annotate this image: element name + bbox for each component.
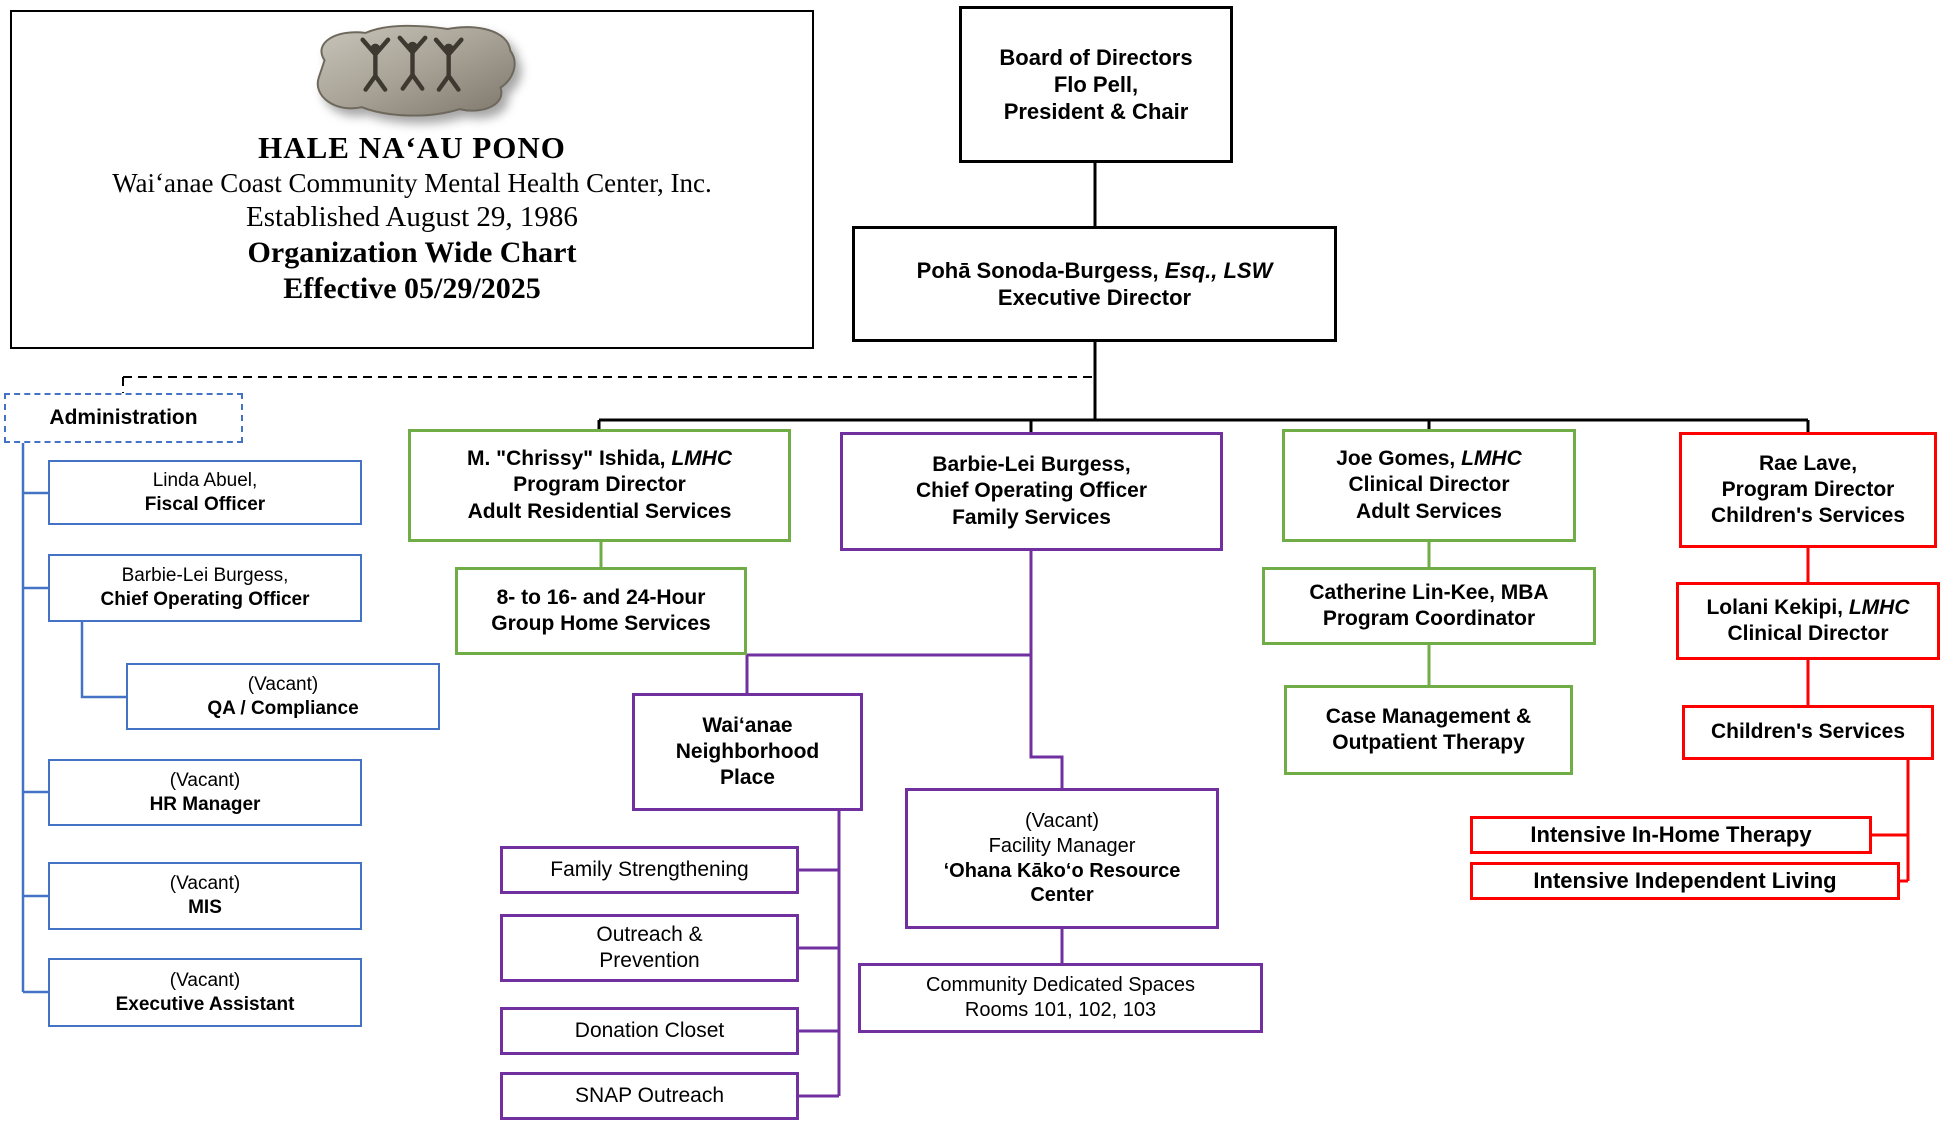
facility-title: Facility Manager — [988, 834, 1136, 857]
coo-name: Barbie-Lei Burgess, — [932, 453, 1131, 477]
coo-dept: Family Services — [952, 505, 1111, 529]
children-program-director-box: Rae Lave, Program Director Children's Se… — [1679, 432, 1937, 548]
community-spaces-line2: Rooms 101, 102, 103 — [964, 999, 1157, 1021]
hr-manager-box: (Vacant) HR Manager — [48, 759, 362, 826]
executive-name: Pohā Sonoda-Burgess, — [916, 257, 1165, 283]
clinical-director-name-line: Joe Gomes, LMHC — [1336, 446, 1522, 472]
chart-title: Organization Wide Chart — [247, 236, 577, 269]
established-date: Established August 29, 1986 — [246, 201, 578, 233]
children-director-dept: Children's Services — [1710, 504, 1906, 528]
executive-assistant-box: (Vacant) Executive Assistant — [48, 958, 362, 1027]
administration-header-box: Administration — [4, 393, 243, 443]
member-role: Executive Assistant — [115, 993, 295, 1015]
clinical-director-dept: Adult Services — [1356, 499, 1502, 523]
children-clinical-name: Lolani Kekipi, — [1706, 595, 1849, 619]
case-mgmt-line2: Outpatient Therapy — [1332, 731, 1525, 754]
qa-compliance-box: (Vacant) QA / Compliance — [126, 663, 440, 730]
clinical-director-title: Clinical Director — [1348, 473, 1510, 497]
group-home-line1: 8- to 16- and 24-Hour — [496, 585, 706, 609]
facility-dept: ‘Ohana Kāko‘o Resource Center — [943, 859, 1181, 907]
adult-clinical-director-box: Joe Gomes, LMHC Clinical Director Adult … — [1282, 429, 1576, 542]
wnp-line1: Wai‘anae — [702, 713, 793, 737]
case-management-box: Case Management & Outpatient Therapy — [1284, 685, 1573, 775]
member-name: (Vacant) — [247, 673, 319, 695]
community-dedicated-spaces-box: Community Dedicated Spaces Rooms 101, 10… — [858, 963, 1263, 1033]
member-role: QA / Compliance — [207, 697, 359, 719]
fiscal-officer-box: Linda Abuel, Fiscal Officer — [48, 460, 362, 525]
children-services-box: Children's Services — [1682, 705, 1934, 760]
member-name: Barbie-Lei Burgess, — [121, 565, 289, 587]
board-title: Board of Directors — [999, 44, 1193, 70]
children-clinical-name-line: Lolani Kekipi, LMHC — [1706, 595, 1909, 621]
coordinator-name: Catherine Lin-Kee, MBA — [1309, 580, 1549, 604]
director-credentials: LMHC — [671, 447, 732, 471]
children-clinical-director-box: Lolani Kekipi, LMHC Clinical Director — [1676, 582, 1940, 660]
program-snap-outreach-box: SNAP Outreach — [500, 1072, 799, 1120]
adult-residential-director-box: M. "Chrissy" Ishida, LMHC Program Direct… — [408, 429, 791, 542]
effective-date: Effective 05/29/2025 — [283, 272, 541, 305]
executive-name-line: Pohā Sonoda-Burgess, Esq., LSW — [917, 257, 1273, 284]
children-clinical-title: Clinical Director — [1727, 622, 1889, 645]
executive-credentials: Esq., LSW — [1164, 257, 1273, 283]
community-spaces-line1: Community Dedicated Spaces — [925, 974, 1195, 997]
wnp-line2: Neighborhood — [675, 739, 820, 763]
executive-director-box: Pohā Sonoda-Burgess, Esq., LSW Executive… — [852, 226, 1337, 342]
dashed-administration-connector — [122, 376, 1095, 393]
board-chair-name: Flo Pell, — [1053, 71, 1139, 97]
board-chair-role: President & Chair — [1003, 99, 1189, 125]
program-family-strengthening-box: Family Strengthening — [500, 846, 799, 894]
executive-title: Executive Director — [997, 285, 1192, 310]
wnp-line3: Place — [720, 766, 775, 790]
member-role: Chief Operating Officer — [100, 589, 310, 610]
facility-manager-box: (Vacant) Facility Manager ‘Ohana Kāko‘o … — [905, 788, 1219, 929]
family-services-coo-box: Barbie-Lei Burgess, Chief Operating Offi… — [840, 432, 1223, 551]
org-subtitle: Wai‘anae Coast Community Mental Health C… — [112, 168, 712, 198]
program-donation-closet-box: Donation Closet — [500, 1007, 799, 1055]
waianae-neighborhood-place-box: Wai‘anae Neighborhood Place — [632, 693, 863, 811]
member-role: HR Manager — [149, 793, 261, 815]
intensive-in-home-therapy-box: Intensive In-Home Therapy — [1470, 816, 1872, 854]
coo-title: Chief Operating Officer — [915, 479, 1148, 503]
director-name: M. "Chrissy" Ishida, — [467, 447, 672, 471]
program-outreach-prevention-box: Outreach & Prevention — [500, 914, 799, 982]
member-name: (Vacant) — [169, 969, 241, 991]
member-role: Fiscal Officer — [144, 493, 266, 515]
director-title: Program Director — [513, 473, 686, 497]
board-of-directors-box: Board of Directors Flo Pell, President &… — [959, 6, 1233, 163]
member-name: (Vacant) — [169, 769, 241, 791]
intensive-independent-living-box: Intensive Independent Living — [1470, 862, 1900, 900]
member-name: (Vacant) — [169, 873, 241, 895]
member-role: MIS — [188, 897, 222, 918]
facility-vacancy: (Vacant) — [1024, 809, 1100, 832]
children-director-name: Rae Lave, — [1758, 451, 1858, 475]
children-clinical-credentials: LMHC — [1848, 595, 1910, 619]
administration-label: Administration — [49, 405, 198, 429]
coordinator-title: Program Coordinator — [1322, 607, 1536, 630]
org-name: HALE NA‘AU PONO — [258, 130, 566, 165]
group-home-services-box: 8- to 16- and 24-Hour Group Home Service… — [455, 567, 747, 655]
member-name: Linda Abuel, — [152, 469, 258, 491]
petroglyph-logo-icon — [316, 24, 515, 117]
program-coordinator-box: Catherine Lin-Kee, MBA Program Coordinat… — [1262, 567, 1596, 645]
group-home-line2: Group Home Services — [491, 612, 711, 635]
children-director-title: Program Director — [1721, 477, 1895, 501]
org-header-box: HALE NA‘AU PONO Wai‘anae Coast Community… — [10, 10, 814, 349]
director-name-line: M. "Chrissy" Ishida, LMHC — [467, 446, 732, 472]
case-mgmt-line1: Case Management & — [1325, 704, 1532, 728]
mis-box: (Vacant) MIS — [48, 862, 362, 930]
director-dept: Adult Residential Services — [467, 499, 732, 523]
chief-operating-officer-box: Barbie-Lei Burgess, Chief Operating Offi… — [48, 554, 362, 622]
clinical-director-credentials: LMHC — [1461, 447, 1522, 471]
clinical-director-name: Joe Gomes, — [1336, 447, 1462, 471]
